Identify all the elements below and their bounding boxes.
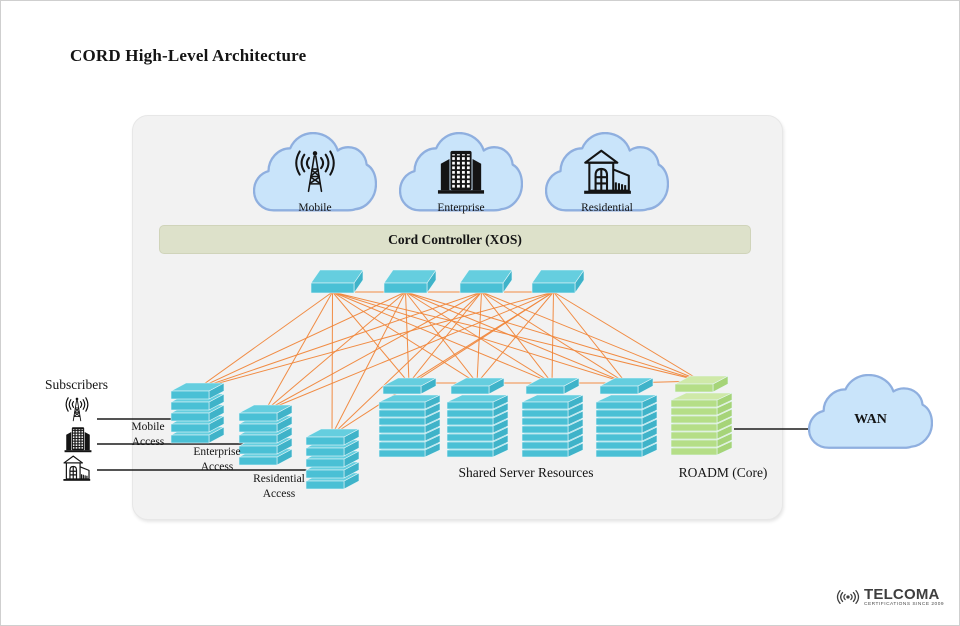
antenna-icon xyxy=(289,145,341,195)
cord-controller-label: Cord Controller (XOS) xyxy=(388,231,522,247)
enterprise-access-line1: Enterprise xyxy=(193,446,241,458)
mobile-access-line1: Mobile xyxy=(131,421,165,433)
residential-access-label: Residential Access xyxy=(239,472,319,501)
page-title: CORD High-Level Architecture xyxy=(70,46,307,65)
cloud-label-enterprise: Enterprise xyxy=(437,202,485,214)
subscribers-title: Subscribers xyxy=(45,377,108,392)
cloud-residential: Residential xyxy=(545,132,669,219)
roadm-label: ROADM (Core) xyxy=(678,465,768,480)
cord-controller-bar: Cord Controller (XOS) xyxy=(159,225,751,254)
cloud-enterprise: Enterprise xyxy=(399,132,523,219)
wan-label: WAN xyxy=(854,412,887,427)
shared-servers-label: Shared Server Resources xyxy=(458,465,594,480)
logo-name: TELCOMA xyxy=(864,586,940,603)
cloud-label-residential: Residential xyxy=(581,202,633,214)
radio-waves-icon xyxy=(834,586,862,608)
subscriber-house-icon xyxy=(60,454,93,482)
enterprise-access-label: Enterprise Access xyxy=(177,445,257,474)
building-icon xyxy=(436,147,486,195)
cloud-mobile: Mobile xyxy=(253,132,377,219)
cloud-wan: WAN xyxy=(808,374,933,456)
cloud-label-mobile: Mobile xyxy=(298,202,332,214)
mobile-access-line2: Access xyxy=(131,435,165,448)
enterprise-access-line2: Access xyxy=(200,460,234,473)
residential-access-line1: Residential xyxy=(253,473,305,485)
telcoma-logo: TELCOMA CERTIFICATIONS SINCE 2009 xyxy=(834,586,944,608)
subscriber-building-icon xyxy=(63,425,93,453)
subscriber-antenna-icon xyxy=(62,394,92,423)
logo-text: TELCOMA CERTIFICATIONS SINCE 2009 xyxy=(864,587,944,607)
logo-tagline: CERTIFICATIONS SINCE 2009 xyxy=(864,602,945,607)
residential-access-line2: Access xyxy=(262,487,296,500)
house-icon xyxy=(580,147,634,196)
mobile-access-label: Mobile Access xyxy=(108,420,188,449)
